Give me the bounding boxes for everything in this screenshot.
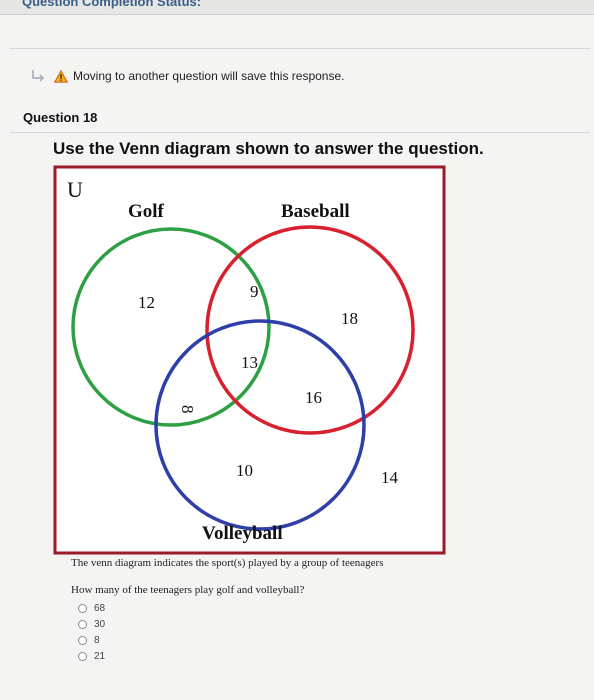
radio-button[interactable] [78, 603, 87, 613]
universe-box [53, 165, 446, 555]
option-label: 8 [94, 634, 100, 646]
sub-question: How many of the teenagers play golf and … [71, 584, 305, 596]
question-header: Question 18 [10, 106, 590, 133]
answer-options: 68 30 8 21 [78, 600, 105, 664]
save-warning: Moving to another question will save thi… [30, 66, 344, 86]
region-golf-only: 12 [138, 293, 155, 312]
answer-option[interactable]: 68 [78, 600, 105, 616]
return-arrow-icon [32, 70, 44, 82]
radio-button[interactable] [78, 619, 87, 629]
region-all-three: 13 [241, 353, 258, 372]
baseball-label: Baseball [281, 201, 350, 222]
divider [10, 48, 590, 49]
venn-caption: The venn diagram indicates the sport(s) … [71, 557, 384, 569]
venn-diagram: U Golf Baseball Volleyball 12 9 18 13 8 … [53, 165, 446, 555]
region-outside: 14 [381, 468, 399, 487]
region-baseball-only: 18 [341, 309, 358, 328]
radio-button[interactable] [78, 651, 87, 661]
top-status-strip: Question Completion Status: [0, 0, 594, 15]
volleyball-circle [154, 319, 366, 531]
golf-circle [71, 227, 271, 427]
radio-button[interactable] [78, 635, 87, 645]
option-label: 68 [94, 602, 106, 614]
region-golf-volleyball: 8 [178, 405, 197, 414]
universe-label: U [67, 177, 83, 202]
question-prompt: Use the Venn diagram shown to answer the… [53, 139, 484, 158]
baseball-circle [205, 225, 415, 435]
answer-option[interactable]: 8 [78, 632, 105, 648]
option-label: 21 [94, 650, 106, 662]
region-volleyball-only: 10 [236, 461, 253, 480]
region-baseball-volleyball: 16 [305, 388, 322, 407]
warning-icon [54, 69, 68, 83]
warning-text: Moving to another question will save thi… [73, 69, 345, 83]
region-golf-baseball: 9 [250, 282, 259, 301]
question-completion-status: Question Completion Status: [22, 0, 202, 9]
answer-option[interactable]: 21 [78, 648, 105, 664]
option-label: 30 [94, 618, 106, 630]
golf-label: Golf [128, 201, 165, 222]
volleyball-label: Volleyball [202, 523, 283, 544]
answer-option[interactable]: 30 [78, 616, 105, 632]
question-title: Question 18 [23, 110, 98, 125]
